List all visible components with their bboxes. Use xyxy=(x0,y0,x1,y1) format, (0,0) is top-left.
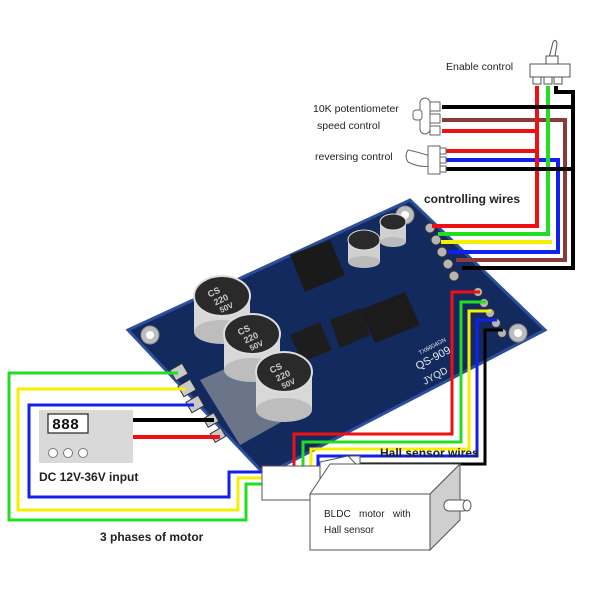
phase-wires xyxy=(7,371,262,522)
bldc-driver-board: TX6604GN QS-909 JYQD xyxy=(125,198,548,477)
power-supply-display xyxy=(47,413,89,434)
motor-phases-label: 3 phases of motor xyxy=(100,530,204,544)
enable-control-label: Enable control xyxy=(446,61,514,73)
small-capacitor xyxy=(379,213,407,247)
phase-wire-yellow xyxy=(16,387,262,512)
enable-toggle-switch-icon[interactable] xyxy=(529,39,571,85)
wire-green xyxy=(438,86,550,236)
hall-wire-yellow xyxy=(309,309,491,470)
motor-label-line1: BLDC motor with xyxy=(324,509,411,520)
power-supply: 888 xyxy=(39,410,133,463)
wire-brown xyxy=(442,118,567,262)
svg-text:CS: CS xyxy=(206,285,222,299)
psu-button[interactable] xyxy=(78,448,88,458)
hall-wire-green xyxy=(301,300,486,470)
wire-black-enable xyxy=(462,86,575,270)
driver-ic xyxy=(360,292,420,343)
psu-button[interactable] xyxy=(63,448,73,458)
controlling-wires-label: controlling wires xyxy=(424,192,521,206)
hall-sensor-wires-label: Hall sensor wires xyxy=(380,446,479,460)
mounting-hole-center xyxy=(514,329,522,337)
potentiometer-label-line2: speed control xyxy=(317,120,381,132)
psu-button[interactable] xyxy=(48,448,58,458)
hall-wire-blue xyxy=(316,318,497,470)
heatsink-trace xyxy=(200,360,285,445)
hall-wire-red xyxy=(292,290,480,470)
mounting-hole-center xyxy=(146,331,154,339)
ic-chip xyxy=(290,322,332,362)
reversing-switch-icon[interactable] xyxy=(405,145,447,175)
display-readout: 888 xyxy=(52,417,79,434)
controlling-wires xyxy=(432,86,575,270)
power-wires xyxy=(133,418,220,439)
dc-input-label: DC 12V-36V input xyxy=(39,470,139,484)
small-capacitor xyxy=(347,229,381,268)
phase-wire-blue xyxy=(27,403,262,499)
motor-front-face xyxy=(309,493,431,551)
mosfet-chip xyxy=(290,240,345,292)
ic-chip xyxy=(330,308,370,348)
motor-label-line2: Hall sensor xyxy=(324,525,375,536)
bldc-motor: BLDC motor with Hall sensor xyxy=(261,455,472,552)
potentiometer-label-line1: 10K potentiometer xyxy=(313,103,399,115)
svg-text:CS: CS xyxy=(268,361,284,375)
wire-blue xyxy=(442,158,560,254)
phase-wire-green xyxy=(7,371,262,522)
svg-text:CS: CS xyxy=(236,323,252,337)
reversing-control-label: reversing control xyxy=(315,151,393,163)
potentiometer-icon[interactable] xyxy=(412,97,441,136)
capacitor: CS 220 50V xyxy=(255,351,313,422)
